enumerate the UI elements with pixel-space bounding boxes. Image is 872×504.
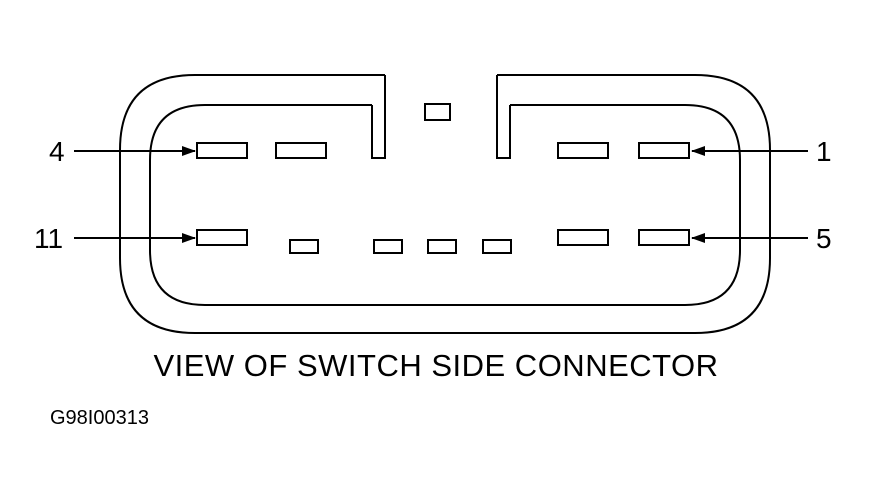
pin-label-11: 11 [34,223,63,254]
figure-id: G98I00313 [50,407,149,429]
terminal-bottom-small-4 [482,239,512,254]
terminal-top-2 [275,142,327,159]
terminal-top-3 [557,142,609,159]
pin-label-1: 1 [816,136,832,167]
terminal-4 [196,142,248,159]
pin-label-5: 5 [816,223,832,254]
key-slot-left-wall [371,75,386,159]
terminal-bottom-small-1 [289,239,319,254]
terminal-1 [638,142,690,159]
terminal-5 [638,229,690,246]
diagram-caption: VIEW OF SWITCH SIDE CONNECTOR [153,348,719,383]
terminal-11 [196,229,248,246]
pin-label-4: 4 [49,136,65,167]
terminal-bottom-small-2 [373,239,403,254]
connector-inner-cavity [149,104,741,306]
key-slot-right-wall [496,75,511,159]
connector-outer-housing [119,74,771,334]
terminal-bottom-small-3 [427,239,457,254]
key-tab [424,103,451,121]
terminal-bottom-4 [557,229,609,246]
